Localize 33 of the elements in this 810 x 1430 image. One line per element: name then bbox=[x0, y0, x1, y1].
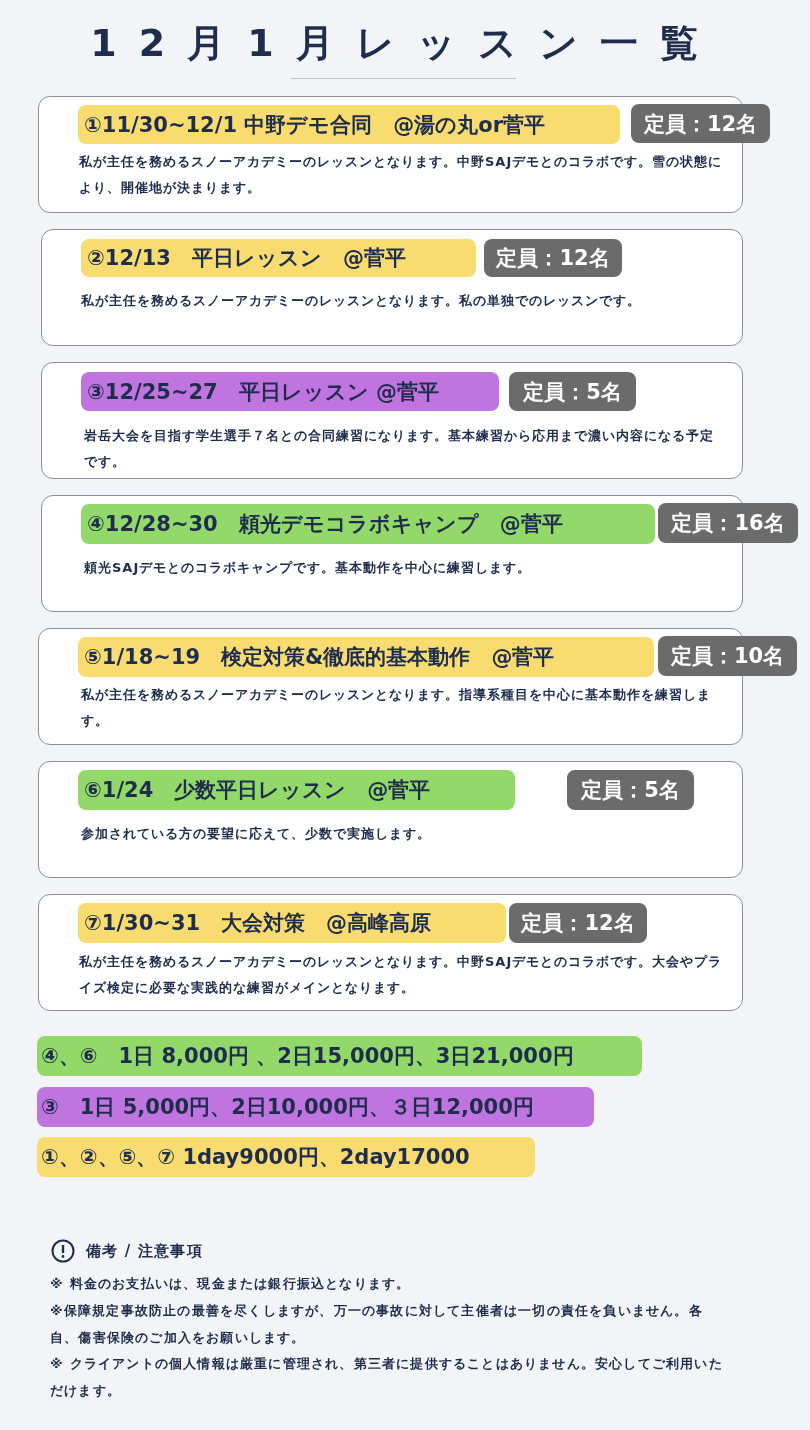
note-text: ※ クライアントの個人情報は厳重に管理され、第三者に提供することはありません。安心してご利用いただけます。 bbox=[50, 1355, 724, 1400]
capacity-badge: 定員：10名 bbox=[658, 636, 797, 676]
title-badge: ③12/25~27 平日レッスン @菅平 bbox=[81, 372, 499, 411]
capacity-badge: 定員：16名 bbox=[658, 503, 798, 543]
description-text: 私が主任を務めるスノーアカデミーのレッスンとなります。中野SAJデモとのコラボです。雪の状態により、開催地が決まります。 bbox=[79, 153, 724, 197]
description-text: 岩岳大会を目指す学生選手７名との合同練習になります。基本練習から応用まで濃い内容になる予定です。 bbox=[84, 427, 715, 471]
capacity-badge: 定員：5名 bbox=[567, 770, 694, 810]
title-badge: ①11/30~12/1 中野デモ合同 @湯の丸or菅平 bbox=[78, 105, 620, 144]
page-title: 12月1月レッスン一覧 bbox=[89, 20, 721, 67]
capacity-badge: 定員：12名 bbox=[631, 104, 770, 143]
capacity-badge: 定員：12名 bbox=[484, 239, 622, 277]
note-text: ※ 料金のお支払いは、現金または銀行振込となります。 bbox=[50, 1275, 412, 1293]
capacity-badge: 定員：5名 bbox=[509, 372, 636, 411]
title-badge: ④12/28~30 頼光デモコラボキャンプ @菅平 bbox=[81, 504, 655, 544]
lesson-card bbox=[41, 229, 743, 346]
price-bar: ③ 1日 5,000円、2日10,000円、３日12,000円 bbox=[37, 1087, 594, 1127]
description-text: 頼光SAJデモとのコラボキャンプです。基本動作を中心に練習します。 bbox=[84, 559, 533, 577]
note-heading: 備考 / 注意事項 bbox=[86, 1241, 203, 1262]
lesson-card bbox=[38, 761, 743, 878]
title-badge: ②12/13 平日レッスン @菅平 bbox=[81, 239, 476, 277]
capacity-badge: 定員：12名 bbox=[509, 903, 647, 943]
lesson-card bbox=[41, 362, 743, 479]
description-text: 参加されている方の要望に応えて、少数で実施します。 bbox=[81, 825, 432, 843]
description-text: 私が主任を務めるスノーアカデミーのレッスンとなります。中野SAJデモとのコラボです。大会やプライズ検定に必要な実践的な練習がメインとなります。 bbox=[79, 953, 724, 997]
price-bar: ④、⑥ 1日 8,000円 、2日15,000円、3日21,000円 bbox=[37, 1036, 642, 1076]
description-text: 私が主任を務めるスノーアカデミーのレッスンとなります。指導系種目を中心に基本動作を練習します。 bbox=[81, 686, 712, 730]
title-badge: ⑤1/18~19 検定対策&徹底的基本動作 @菅平 bbox=[78, 637, 654, 677]
lesson-card bbox=[38, 894, 743, 1011]
note-text: ※保障規定事故防止の最善を尽くしますが、万一の事故に対して主催者は一切の責任を負いません。各自、傷害保険のご加入をお願いします。 bbox=[50, 1302, 704, 1347]
title-badge: ⑥1/24 少数平日レッスン @菅平 bbox=[78, 770, 515, 810]
price-bar: ①、②、⑤、⑦ 1day9000円、2day17000 bbox=[37, 1137, 535, 1177]
description-text: 私が主任を務めるスノーアカデミーのレッスンとなります。私の単独でのレッスンです。 bbox=[81, 292, 642, 310]
title-badge: ⑦1/30~31 大会対策 @高峰高原 bbox=[78, 903, 506, 943]
